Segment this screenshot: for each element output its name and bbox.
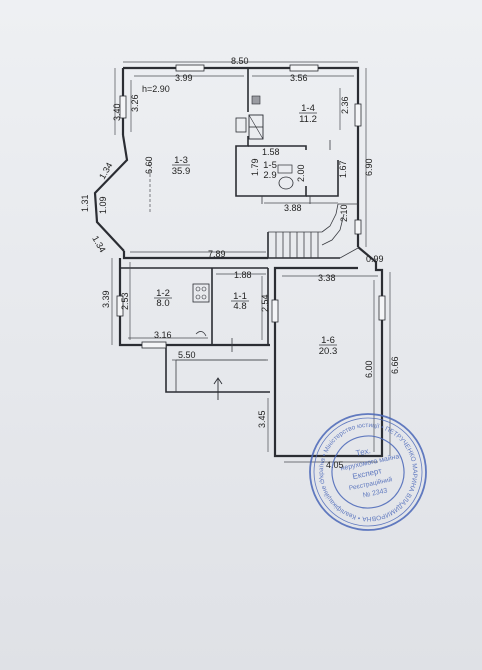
room-1-1-area: 4.8 (233, 301, 246, 312)
room-1-6-id: 1-6 (321, 335, 335, 346)
dim-room-1-5-w: 1.58 (262, 147, 280, 157)
dim-room-1-1-w: 1.88 (234, 270, 252, 280)
dim-room-1-5-h2: 2.00 (296, 164, 306, 182)
dim-room-1-5-h: 1.79 (250, 158, 260, 176)
dim-bay-1: 1.34 (97, 161, 114, 181)
room-1-5-area: 2.9 (263, 170, 276, 181)
dim-left-h-mark: 3.26 (130, 94, 140, 112)
dim-wall-top-right: 3.56 (290, 73, 308, 83)
dimension-labels: 8.50 3.99 3.56 h=2.90 6.90 3.40 3.26 2.3… (80, 56, 400, 470)
stamp-line-5: № 2343 (362, 487, 388, 499)
dim-porch-w: 5.50 (178, 350, 196, 360)
dim-corridor: 3.88 (284, 203, 302, 213)
dim-room-1-2-w: 3.16 (154, 330, 172, 340)
dim-overall-depth-right: 6.90 (364, 158, 374, 176)
notary-stamp: Україна • Міністерство юстиції • ПЕТРУЧЕ… (309, 413, 428, 532)
dim-room-1-3-depth: 6.60 (144, 156, 154, 174)
dim-bottom-w: 4.05 (326, 460, 344, 470)
room-1-4-area: 11.2 (299, 114, 317, 125)
dim-left-upper: 3.40 (112, 103, 122, 121)
room-1-6-area: 20.3 (319, 346, 338, 357)
dim-porch-depth: 3.45 (257, 410, 267, 428)
room-labels: 1-3 35.9 1-4 11.2 1-5 2.9 1-2 8.0 1-1 4.… (154, 103, 337, 357)
dim-room-1-5-side: 1.67 (338, 160, 348, 178)
dim-right-lower: 6.66 (390, 356, 400, 374)
dim-wall-top-left: 3.99 (175, 73, 193, 83)
room-1-2-id: 1-2 (156, 288, 170, 299)
dim-stair-side: 2.10 (339, 204, 349, 222)
stamp-line-1: Тех. (355, 446, 371, 458)
upper-walls (93, 64, 378, 268)
room-1-1-id: 1-1 (233, 291, 247, 302)
dim-room-1-2-depth: 2.53 (120, 292, 130, 310)
dim-room-1-6-w: 3.38 (318, 273, 336, 283)
room-1-4-id: 1-4 (301, 103, 315, 114)
dim-room-1-4-side: 2.36 (340, 96, 350, 114)
dim-room-1-1-depth: 2.54 (260, 294, 270, 312)
dim-left-lower: 3.39 (101, 290, 111, 308)
dimension-lines (111, 61, 391, 463)
dim-right-step: 0.99 (366, 254, 384, 264)
dim-room-1-6-depth: 6.00 (364, 360, 374, 378)
room-1-3-area: 35.9 (172, 166, 191, 177)
room-1-2-area: 8.0 (156, 298, 169, 309)
dim-ceiling-height: h=2.90 (142, 84, 170, 94)
dim-mid-width: 7.89 (208, 249, 226, 259)
dim-bay-2: 1.31 (80, 194, 90, 212)
room-1-3-id: 1-3 (174, 155, 188, 166)
room-1-5-id: 1-5 (263, 160, 277, 171)
lower-walls (116, 251, 386, 458)
dim-bay-3: 1.09 (98, 196, 108, 214)
dim-bay-4: 1.34 (90, 234, 107, 254)
dim-overall-width: 8.50 (231, 56, 249, 66)
